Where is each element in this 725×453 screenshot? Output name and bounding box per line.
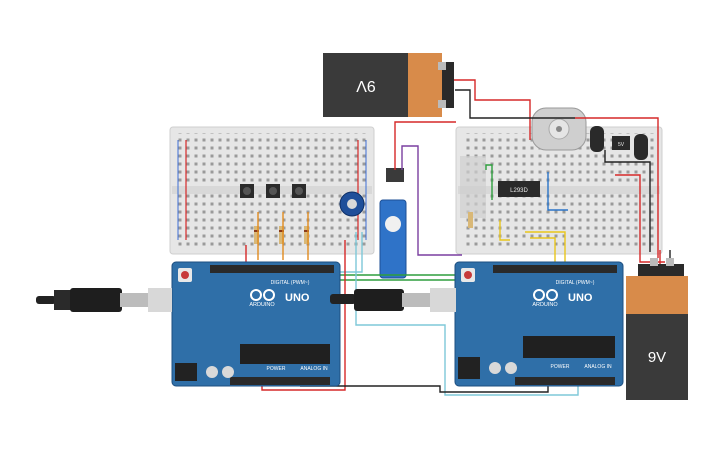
voltage-regulator: 5V — [612, 136, 630, 150]
battery-label: 9V — [648, 349, 666, 366]
battery-9v-right: 9V — [626, 258, 688, 400]
motor-driver-chip: L293D — [498, 181, 540, 197]
power-label: POWER — [267, 366, 286, 372]
push-button-3[interactable] — [292, 184, 306, 198]
chip-label: L293D — [510, 188, 528, 194]
analog-label: ANALOG IN — [584, 364, 612, 370]
resistor-4 — [468, 212, 473, 228]
usb-cable-right — [330, 288, 456, 312]
potentiometer[interactable] — [339, 191, 365, 217]
resistor-3 — [304, 226, 309, 244]
servo-motor — [379, 168, 407, 279]
resistor-2 — [279, 226, 284, 244]
arduino-logo — [533, 289, 558, 301]
board-brand: ARDUINO — [249, 302, 275, 308]
usb-cable-left — [36, 288, 172, 312]
board-brand: ARDUINO — [532, 302, 558, 308]
push-button-2[interactable] — [266, 184, 280, 198]
analog-label: ANALOG IN — [300, 366, 328, 372]
digital-label: DIGITAL (PWM~) — [556, 280, 595, 286]
board-model: UNO — [568, 292, 593, 304]
capacitor-1 — [590, 126, 604, 152]
dc-motor — [531, 107, 587, 151]
battery-label: 9V — [356, 77, 376, 94]
digital-label: DIGITAL (PWM~) — [271, 280, 310, 286]
regulator-label: 5V — [618, 142, 625, 148]
resistor-1 — [254, 226, 259, 244]
power-label: POWER — [551, 364, 570, 370]
arduino-uno-right: DIGITAL (PWM~) UNO ARDUINO POWER ANALOG … — [454, 261, 624, 387]
battery-9v-top: 9V — [323, 53, 454, 117]
arduino-uno-left: DIGITAL (PWM~) UNO ARDUINO POWER ANALOG … — [171, 261, 341, 387]
capacitor-2 — [634, 134, 648, 160]
push-button-1[interactable] — [240, 184, 254, 198]
arduino-logo — [250, 289, 275, 301]
board-model: UNO — [285, 292, 310, 304]
